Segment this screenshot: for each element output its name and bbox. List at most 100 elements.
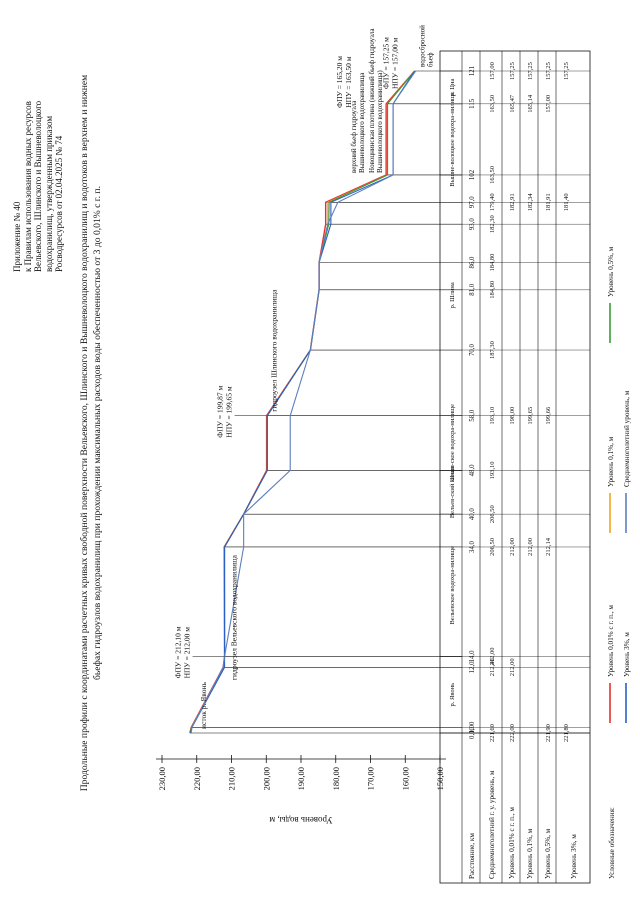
table-cell-mean: 193,10 — [489, 407, 496, 425]
table-cell-level: 181,40 — [563, 193, 570, 211]
table-cell-mean: 221,60 — [489, 724, 496, 742]
section-label: р. Цна — [449, 79, 456, 97]
table-cell-mean: 182,30 — [489, 215, 496, 233]
annotation-vv-upper2: Вышневолоцкого водохранилища — [358, 72, 366, 173]
y-tick-label: 160,00 — [400, 767, 410, 790]
table-cell-mean: 163,50 — [489, 95, 496, 113]
table-cell-level: 157,25 — [545, 62, 552, 80]
series-line-3 — [189, 70, 416, 734]
y-tick-label: 200,00 — [261, 767, 271, 790]
section-label: р. Шлина — [449, 282, 456, 308]
table-cell-mean: 163,50 — [489, 166, 496, 184]
table-cell-distance: 115 — [469, 98, 476, 109]
table-cell-distance: 70,0 — [469, 343, 476, 355]
section-label: р. Явонь — [449, 683, 456, 707]
section-label: Вельев-ский канал — [449, 466, 456, 519]
table-cell-distance: 97,0 — [469, 196, 476, 208]
table-cell-level: 157,25 — [563, 62, 570, 80]
table-cell-level: 157,25 — [527, 62, 534, 80]
table-cell-level: 165,14 — [527, 94, 534, 113]
table-row-label-distance: Расстояние, км — [468, 833, 476, 879]
annotation-source: исток р. Явонь — [199, 681, 208, 729]
y-tick-label: 220,00 — [192, 767, 202, 790]
annotation-vv-lower2: Вышневолоцкого водохранилища) — [376, 70, 384, 173]
table-cell-distance: 121 — [469, 66, 476, 76]
table-cell-mean: 206,50 — [489, 538, 496, 556]
table-cell-mean: 187,30 — [489, 341, 496, 359]
table-cell-mean: 157,00 — [489, 62, 496, 80]
table-cell-distance: 81,0 — [469, 283, 476, 295]
section-label: Вышне-волоцкое водохра-нилище — [449, 92, 456, 187]
table-cell-distance: 12,0 — [469, 661, 476, 673]
annotation-fpu2: ФПУ = 199,87 м — [216, 386, 225, 438]
table-cell-level: 198,00 — [509, 407, 516, 425]
annotation-fpu3: ФПУ = 165,20 м — [335, 56, 344, 108]
legend-title: Условные обозначения: — [608, 807, 616, 879]
table-cell-level: 212,00 — [509, 658, 516, 676]
table-cell-level: 181,91 — [545, 193, 552, 211]
table-cell-distance: 1,00 — [469, 721, 476, 733]
annotation-spillway2: бьеф — [427, 52, 435, 67]
annotation-npu4: НПУ = 157,00 м — [391, 37, 400, 89]
data-table-frame — [439, 50, 591, 884]
table-cell-distance: 86,0 — [469, 256, 476, 268]
table-cell-distance: 34,0 — [469, 540, 476, 552]
annotation-velye-dam: гидроузел Вельевского водохранилища — [230, 554, 239, 680]
table-cell-level: 221,90 — [545, 724, 552, 742]
legend-label: Уровень 3%, м — [623, 632, 631, 677]
table-row-label-p05: Уровень 0,5%, м — [544, 828, 552, 879]
table-row-label-p3: Уровень 3%, м — [570, 834, 578, 879]
table-cell-level: 221,80 — [563, 724, 570, 742]
table-cell-distance: 102 — [469, 169, 476, 180]
table-cell-level: 212,14 — [545, 537, 552, 556]
annotation-npu1: НПУ = 212,00 м — [183, 627, 192, 679]
table-cell-distance: 14,0 — [469, 650, 476, 662]
table-cell-distance: 48,0 — [469, 464, 476, 476]
table-cell-level: 199,66 — [545, 406, 552, 425]
table-cell-mean: 206,50 — [489, 505, 496, 523]
table-cell-mean: 179,40 — [489, 193, 496, 211]
section-label: Вельевское водохра-нилище — [449, 546, 456, 625]
table-cell-level: 212,00 — [527, 538, 534, 556]
table-cell-mean: 212,00 — [489, 647, 496, 665]
legend-label: Уровень 0,01% с г. п., м — [607, 605, 615, 677]
table-cell-distance: 40,0 — [469, 508, 476, 520]
table-row-label-p001: Уровень 0,01% с г. п., м — [508, 807, 516, 879]
table-cell-mean: 193,10 — [489, 461, 496, 479]
legend-label: Уровень 0,5%, м — [607, 246, 615, 297]
annotation-fpu4: ФПУ = 157,25 м — [382, 37, 391, 89]
table-cell-distance: 0,00 — [469, 726, 476, 738]
y-tick-label: 170,00 — [366, 767, 376, 790]
section-label: Шлин-ское водохра-нилище — [449, 404, 456, 482]
annotation-novotsna: Новоцнинская плотина (нижний бьеф гидроу… — [368, 28, 376, 173]
table-cell-distance: 93,0 — [469, 218, 476, 230]
table-cell-distance: 58,0 — [469, 409, 476, 421]
table-cell-mean: 212,40 — [489, 658, 496, 676]
annotation-vv-upper: верхний бьеф гидроузла — [350, 100, 358, 173]
annotation-npu3: НПУ = 163,50 м — [344, 56, 353, 108]
table-cell-mean: 184,80 — [489, 281, 496, 299]
table-cell-level: 222,00 — [509, 724, 516, 742]
y-axis-label: Уровень воды, м — [269, 815, 332, 825]
table-cell-level: 182,34 — [527, 193, 534, 212]
y-tick-label: 210,00 — [227, 767, 237, 790]
table-cell-level: 212,00 — [509, 538, 516, 556]
annotation-fpu1: ФПУ = 212,10 м — [174, 626, 183, 678]
table-row-label-p01: Уровень 0,1%, м — [526, 828, 534, 879]
annotation-npu2: НПУ = 199,65 м — [225, 386, 234, 438]
table-cell-level: 182,91 — [509, 193, 516, 211]
table-cell-level: 157,00 — [545, 95, 552, 113]
annotation-shlina-dam: гидроузел Шлинского водохранилища — [270, 289, 279, 412]
legend-label: Уровень 0,1%, м — [607, 436, 615, 487]
table-cell-level: 199,65 — [527, 407, 534, 425]
series-line-4 — [190, 70, 417, 734]
y-tick-label: 230,00 — [157, 767, 167, 790]
y-tick-label: 190,00 — [296, 767, 306, 790]
legend-label: Среднемноголетний уровень, м — [623, 390, 631, 487]
table-cell-level: 157,25 — [509, 62, 516, 80]
table-row-label-mean: Среднемноголетний г. у. уровень, м — [488, 770, 496, 879]
annotation-spillway: водосбросной — [419, 25, 427, 67]
y-tick-label: 180,00 — [331, 767, 341, 790]
